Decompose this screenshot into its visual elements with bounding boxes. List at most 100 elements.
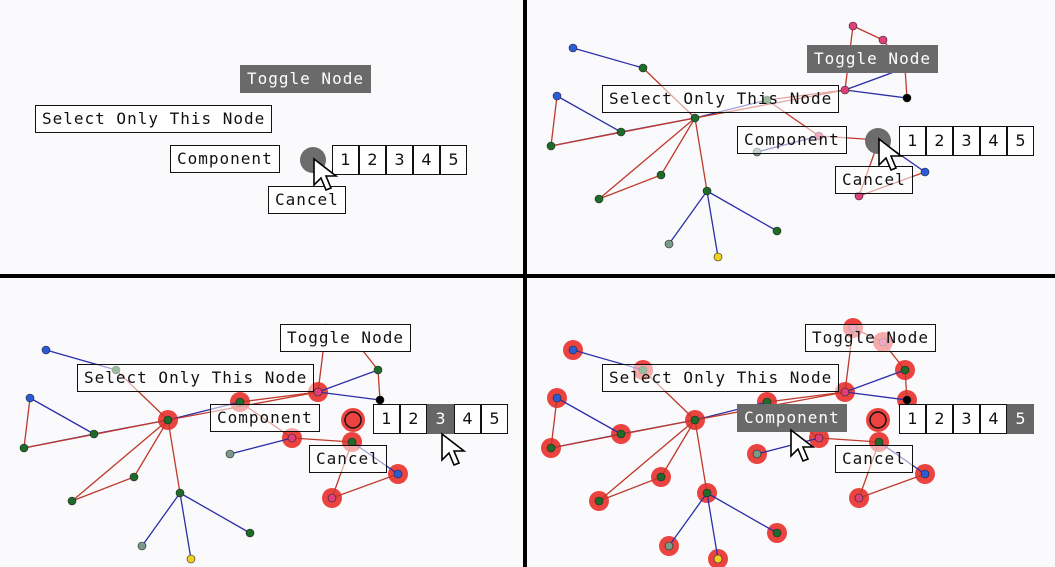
graph-node[interactable] xyxy=(664,541,674,551)
component-number-1[interactable]: 1 xyxy=(332,145,359,175)
graph-node[interactable] xyxy=(568,345,578,355)
component-number-2[interactable]: 2 xyxy=(359,145,386,175)
graph-node[interactable] xyxy=(89,429,99,439)
component-button[interactable]: Component xyxy=(170,145,280,173)
graph-node[interactable] xyxy=(163,415,173,425)
graph-node[interactable] xyxy=(327,493,337,503)
graph-node[interactable] xyxy=(552,91,562,101)
graph-node[interactable] xyxy=(772,226,782,236)
graph-node[interactable] xyxy=(772,528,782,538)
graph-node[interactable] xyxy=(313,387,323,397)
graph-node[interactable] xyxy=(840,85,850,95)
graph-node[interactable] xyxy=(186,554,196,564)
graph-node[interactable] xyxy=(546,141,556,151)
toggle-node-button[interactable]: Toggle Node xyxy=(280,324,411,352)
graph-node[interactable] xyxy=(393,469,403,479)
selected-node-hub[interactable] xyxy=(865,407,891,433)
graph-node[interactable] xyxy=(137,541,147,551)
graph-node[interactable] xyxy=(656,472,666,482)
graph-node[interactable] xyxy=(568,43,578,53)
graph-node[interactable] xyxy=(656,170,666,180)
component-number-2[interactable]: 2 xyxy=(926,404,953,434)
graph-node[interactable] xyxy=(713,554,723,564)
component-button[interactable]: Component xyxy=(737,404,847,432)
graph-node[interactable] xyxy=(375,395,385,405)
select-only-this-node-button[interactable]: Select Only This Node xyxy=(77,364,315,392)
cancel-button[interactable]: Cancel xyxy=(268,186,346,214)
graph-node[interactable] xyxy=(752,449,762,459)
graph-edge xyxy=(904,369,908,401)
graph-node[interactable] xyxy=(854,493,864,503)
graph-node[interactable] xyxy=(713,252,723,262)
component-number-4[interactable]: 4 xyxy=(454,404,481,434)
component-number-3[interactable]: 3 xyxy=(953,126,980,156)
graph-node[interactable] xyxy=(594,194,604,204)
selected-node-hub[interactable] xyxy=(340,407,366,433)
graph-edge xyxy=(694,117,708,192)
select-only-this-node-button[interactable]: Select Only This Node xyxy=(602,364,840,392)
graph-edge xyxy=(598,419,696,502)
graph-node[interactable] xyxy=(19,443,29,453)
component-number-1[interactable]: 1 xyxy=(899,404,926,434)
graph-node[interactable] xyxy=(902,93,912,103)
component-number-5[interactable]: 5 xyxy=(1007,404,1034,434)
component-number-3[interactable]: 3 xyxy=(427,404,454,434)
component-number-4[interactable]: 4 xyxy=(413,145,440,175)
cancel-button[interactable]: Cancel xyxy=(309,445,387,473)
component-number-1[interactable]: 1 xyxy=(373,404,400,434)
graph-node[interactable] xyxy=(129,472,139,482)
graph-node[interactable] xyxy=(702,488,712,498)
graph-node[interactable] xyxy=(67,496,77,506)
graph-node[interactable] xyxy=(546,443,556,453)
select-only-this-node-button[interactable]: Select Only This Node xyxy=(35,105,273,133)
graph-node[interactable] xyxy=(225,449,235,459)
component-number-4[interactable]: 4 xyxy=(980,404,1007,434)
graph-node[interactable] xyxy=(702,186,712,196)
graph-node[interactable] xyxy=(245,528,255,538)
component-number-5[interactable]: 5 xyxy=(481,404,508,434)
graph-node[interactable] xyxy=(920,167,930,177)
graph-node[interactable] xyxy=(690,113,700,123)
toggle-node-button[interactable]: Toggle Node xyxy=(240,65,371,93)
graph-node[interactable] xyxy=(616,429,626,439)
graph-node[interactable] xyxy=(594,496,604,506)
graph-node[interactable] xyxy=(175,488,185,498)
graph-node[interactable] xyxy=(552,393,562,403)
graph-node[interactable] xyxy=(902,395,912,405)
graph-node[interactable] xyxy=(25,393,35,403)
component-number-5[interactable]: 5 xyxy=(440,145,467,175)
graph-edge xyxy=(317,391,381,401)
component-button[interactable]: Component xyxy=(210,404,320,432)
component-number-2[interactable]: 2 xyxy=(926,126,953,156)
graph-node[interactable] xyxy=(878,35,888,45)
toggle-node-button[interactable]: Toggle Node xyxy=(807,45,938,73)
cancel-button[interactable]: Cancel xyxy=(835,166,913,194)
graph-node[interactable] xyxy=(616,127,626,137)
graph-node[interactable] xyxy=(814,433,824,443)
component-number-5[interactable]: 5 xyxy=(1007,126,1034,156)
graph-edge xyxy=(844,369,906,393)
mouse-cursor-icon xyxy=(441,432,467,467)
toggle-node-button[interactable]: Toggle Node xyxy=(805,324,936,352)
graph-edge xyxy=(71,419,169,502)
graph-node[interactable] xyxy=(900,365,910,375)
component-number-4[interactable]: 4 xyxy=(980,126,1007,156)
graph-node[interactable] xyxy=(287,433,297,443)
select-only-this-node-button[interactable]: Select Only This Node xyxy=(602,85,840,113)
graph-node[interactable] xyxy=(41,345,51,355)
graph-edge xyxy=(904,67,908,99)
graph-node[interactable] xyxy=(848,21,858,31)
graph-edge xyxy=(660,117,696,176)
graph-node[interactable] xyxy=(664,239,674,249)
component-number-2[interactable]: 2 xyxy=(400,404,427,434)
component-number-1[interactable]: 1 xyxy=(899,126,926,156)
graph-node[interactable] xyxy=(638,63,648,73)
graph-node[interactable] xyxy=(920,469,930,479)
graph-node[interactable] xyxy=(373,365,383,375)
graph-node[interactable] xyxy=(840,387,850,397)
graph-node[interactable] xyxy=(690,415,700,425)
component-number-3[interactable]: 3 xyxy=(386,145,413,175)
component-number-3[interactable]: 3 xyxy=(953,404,980,434)
cancel-button[interactable]: Cancel xyxy=(835,445,913,473)
component-button[interactable]: Component xyxy=(737,126,847,154)
